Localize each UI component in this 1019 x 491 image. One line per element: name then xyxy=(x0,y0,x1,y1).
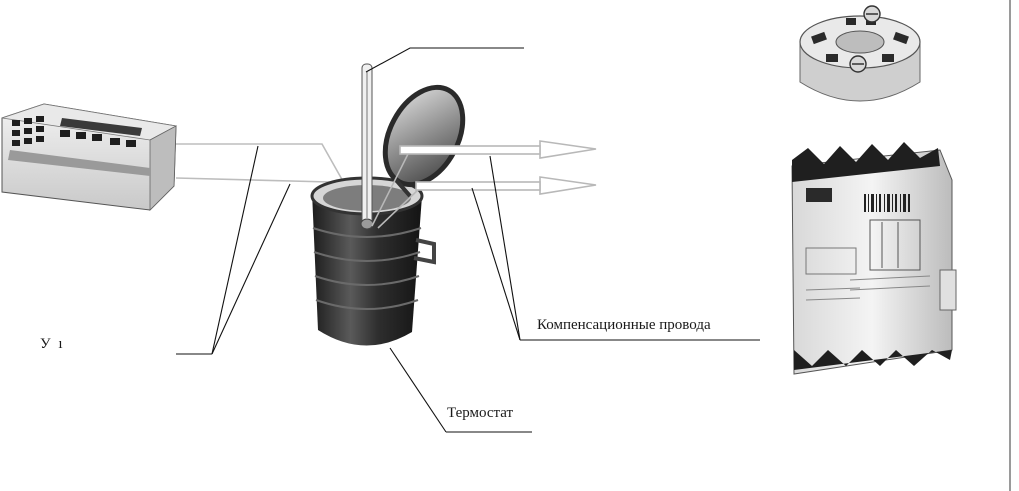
calibrator-label-partial: У ı xyxy=(40,336,65,352)
output-arrows xyxy=(371,140,597,229)
compensation-wires-label: Компенсационные провода xyxy=(537,317,711,333)
scan-border-line xyxy=(1009,0,1011,491)
leader-lines xyxy=(176,47,760,433)
thermostat-label: Термостат xyxy=(447,405,514,421)
din-rail-transmitter-icon xyxy=(791,142,957,375)
head-mounted-transmitter-icon xyxy=(799,5,921,102)
calibrator-device-icon xyxy=(1,103,178,211)
thermostat-vessel-icon xyxy=(310,84,466,346)
glass-thermometer-icon xyxy=(360,63,374,230)
